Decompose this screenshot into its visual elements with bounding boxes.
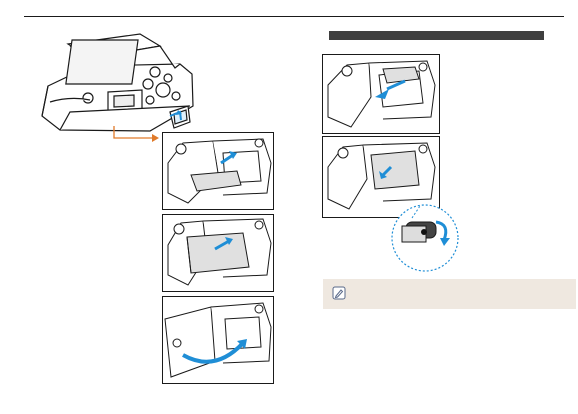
camera-battery-door-illustration <box>30 26 200 134</box>
section-bar <box>329 31 544 40</box>
step-close-battery-cover <box>162 296 274 384</box>
callout-arrow <box>112 124 162 148</box>
top-rule <box>24 16 564 17</box>
step-insert-memory-card <box>162 132 274 210</box>
note-box <box>323 279 576 309</box>
battery-lock-detail <box>380 200 470 276</box>
step-remove-memory-card <box>322 54 440 134</box>
note-icon <box>332 286 346 300</box>
step-insert-battery <box>162 214 274 292</box>
